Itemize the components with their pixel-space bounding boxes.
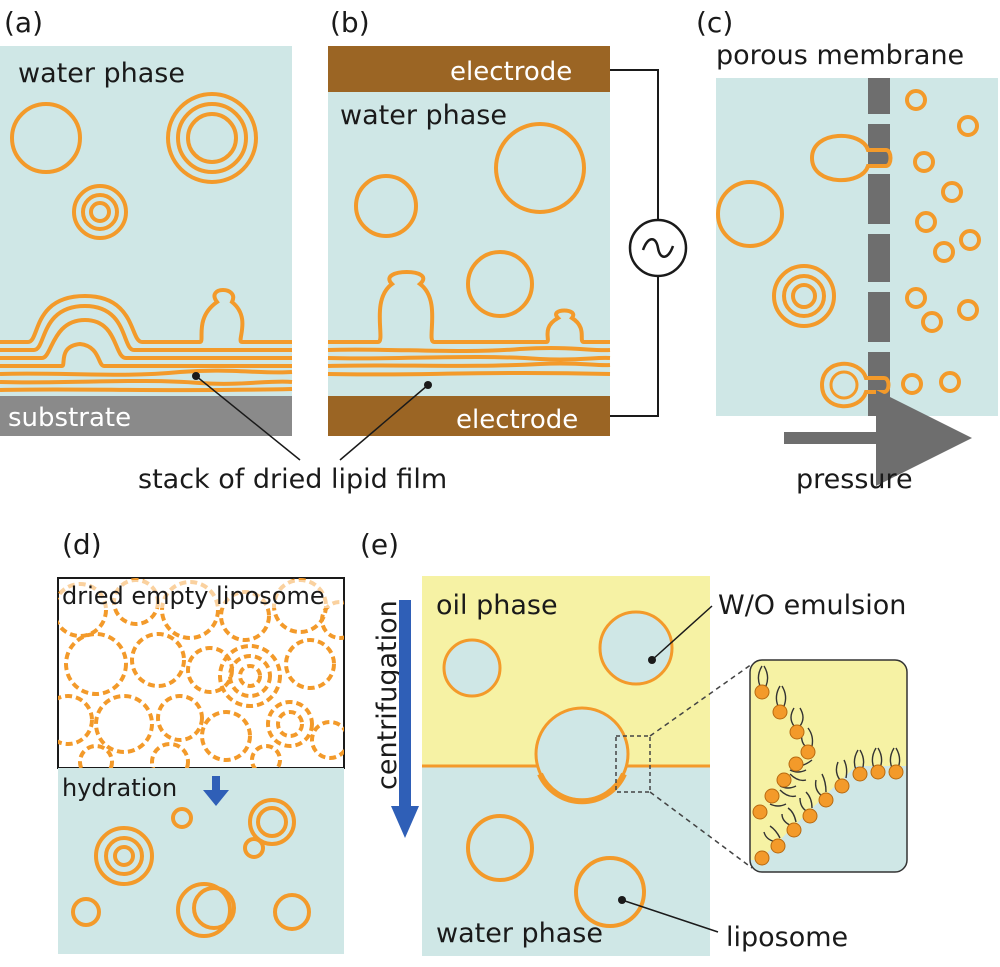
water-phase-region xyxy=(328,92,610,396)
lipid-film-stack-b xyxy=(327,270,611,377)
monolayer-inset xyxy=(749,659,908,873)
substrate-region xyxy=(0,396,292,436)
vesicle-entering-pore-lower xyxy=(819,361,891,409)
circuit-wire xyxy=(610,69,659,417)
multilamellar-vesicle-large xyxy=(166,92,258,184)
panel-e-letter: (e) xyxy=(360,528,399,561)
porous-membrane-label: porous membrane xyxy=(716,40,964,71)
panel-a: (a) water phase substrate xyxy=(0,6,293,436)
centrifugation-label: centrifugation xyxy=(372,600,403,790)
pressure-label: pressure xyxy=(796,464,913,495)
hydrated-vesicles xyxy=(71,798,311,938)
liposome-label: liposome xyxy=(726,922,848,953)
panel-d-letter: (d) xyxy=(62,528,102,561)
vesicle-single xyxy=(10,102,82,174)
zoom-region xyxy=(615,735,651,793)
panel-a-letter: (a) xyxy=(4,6,43,39)
hydration-arrow-head xyxy=(203,790,229,806)
label-backdrop xyxy=(60,580,342,608)
ac-wave-icon xyxy=(641,238,675,258)
zoom-line-top xyxy=(649,663,753,737)
oil-region-inset xyxy=(750,660,907,860)
wo-emulsion-droplet xyxy=(598,610,674,686)
second-monolayer xyxy=(537,772,627,805)
liposome xyxy=(574,856,646,928)
lipid-film-stack-a xyxy=(0,288,293,393)
electrode-bottom-label: electrode xyxy=(456,405,578,435)
porous-membrane xyxy=(868,78,890,416)
panel-c-letter: (c) xyxy=(696,6,733,39)
vesicle xyxy=(494,122,586,214)
liposome-pointer-line xyxy=(621,899,719,933)
wo-emulsion-label: W/O emulsion xyxy=(718,590,906,621)
liposome xyxy=(466,814,534,882)
centrifugation-arrow-head xyxy=(391,806,419,838)
multilamellar-vesicle-small xyxy=(72,184,128,240)
wo-emulsion-droplet xyxy=(442,638,502,698)
vesicle xyxy=(716,180,784,248)
vesicle-entering-pore xyxy=(809,134,893,182)
dried-liposome-label: dried empty liposome xyxy=(62,582,325,610)
emulsion-pointer-line xyxy=(651,605,713,661)
inset-border xyxy=(749,659,908,873)
panel-d: (d) dried empty xyxy=(57,528,345,954)
water-phase-label: water phase xyxy=(436,918,603,949)
vesicle xyxy=(354,174,418,238)
panel-b: (b) electrode water phase electrode xyxy=(327,6,688,436)
panel-e: (e) centrifugation oil phase water phase… xyxy=(360,528,908,956)
lipid-film-callout: stack of dried lipid film xyxy=(138,375,447,495)
electrode-top-label: electrode xyxy=(450,57,572,87)
panel-c: (c) porous membrane xyxy=(696,6,998,495)
panel-b-letter: (b) xyxy=(330,6,370,39)
water-phase-label: water phase xyxy=(18,58,185,89)
substrate-label: substrate xyxy=(8,403,131,433)
multilamellar-vesicle xyxy=(772,264,836,328)
vesicle xyxy=(466,250,534,318)
oil-phase-label: oil phase xyxy=(436,590,558,621)
hydration-label: hydration xyxy=(62,774,177,802)
water-phase-label: water phase xyxy=(340,100,507,131)
zoom-line-bottom xyxy=(649,791,753,869)
lipid-film-label: stack of dried lipid film xyxy=(138,464,447,495)
electrode-top xyxy=(328,46,610,92)
